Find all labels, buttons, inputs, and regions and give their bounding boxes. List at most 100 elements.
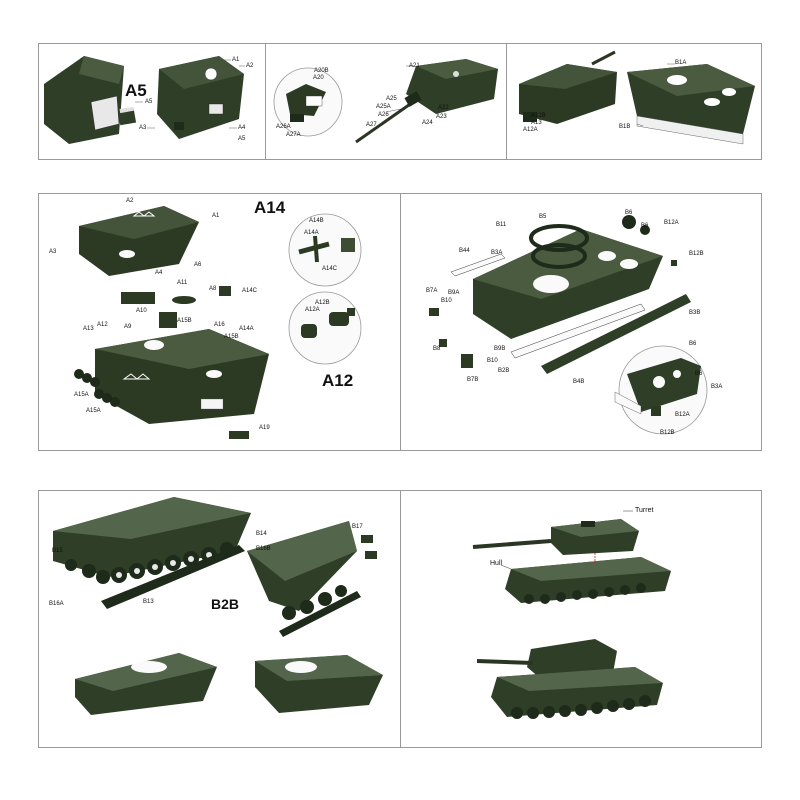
part-label: A15A (86, 408, 101, 414)
part-label: A14A (304, 230, 319, 236)
step-b2b-title: B2B (211, 596, 240, 612)
part-label: A1 (232, 57, 240, 63)
part-label: B7B (467, 377, 479, 383)
part-label: B12B (660, 430, 675, 436)
turret-gun-illustration (273, 59, 498, 144)
part-label: A25A (376, 104, 391, 110)
part-label: B15 (52, 548, 63, 554)
part-label: B12A (664, 220, 679, 226)
part-label: A5 (145, 99, 153, 105)
part-label: A9 (124, 324, 132, 330)
step-a5-illustration (44, 56, 245, 144)
part-label: A25 (386, 96, 397, 102)
track-strip (101, 545, 245, 609)
part-label: B7A (426, 288, 438, 294)
detail-circle-a12 (288, 291, 362, 365)
part-label: A20 (313, 75, 324, 81)
part-label: A16 (214, 322, 225, 328)
part-label: A2 (126, 198, 134, 204)
step-final-panel: Turret Hull (401, 491, 761, 747)
part-label: A26A (276, 124, 291, 130)
step-tracks-panel: B2B B14 B15 B16B B16A B13 B17 (39, 491, 400, 747)
part-label: A15B (177, 318, 192, 324)
turret-exploded-illustration (74, 206, 362, 439)
part-label: B2B (498, 368, 510, 374)
part-label: B5 (539, 214, 547, 220)
hull-exploded-illustration (429, 215, 708, 435)
part-label: B17 (352, 524, 363, 530)
part-label: A14C (242, 288, 258, 294)
part-label: A27A (286, 132, 301, 138)
hull-top-illustration (519, 50, 755, 145)
part-label: B16A (49, 601, 64, 607)
part-label: B10 (441, 298, 452, 304)
part-label: A12A (305, 307, 320, 313)
gun-barrel (355, 98, 417, 144)
part-label: A12B (531, 113, 546, 119)
part-label: A3 (49, 249, 57, 255)
part-label: B10 (487, 358, 498, 364)
tracks-exploded-illustration (53, 497, 383, 715)
part-label: A13 (531, 120, 542, 126)
part-label: A3 (139, 125, 147, 131)
step-a14-title: A14 (254, 198, 286, 217)
part-label: B3A (491, 250, 503, 256)
part-label: B4B (573, 379, 585, 385)
part-label: B6 (695, 371, 703, 377)
step-a5-title: A5 (125, 81, 147, 100)
part-label: B9B (494, 346, 506, 352)
part-label: A23 (436, 114, 447, 120)
part-label: A15A (74, 392, 89, 398)
part-label: A12 (97, 322, 108, 328)
turret-label: Turret (635, 507, 654, 514)
cutout-box (90, 95, 120, 131)
part-label: A20B (314, 68, 329, 74)
step-a12-title: A12 (322, 371, 354, 390)
part-label: A14C (322, 266, 338, 272)
row3-divider (400, 490, 401, 748)
part-label: A1 (212, 213, 220, 219)
part-label: B9A (448, 290, 460, 296)
part-label: A6 (194, 262, 202, 268)
part-label: B6 (625, 210, 633, 216)
row1-divider-2 (506, 43, 507, 160)
part-label: B13 (143, 599, 154, 605)
part-label: A21 (409, 63, 420, 69)
assembled-tank-turret (527, 639, 617, 679)
part-label: B1B (619, 124, 631, 130)
small-part-a5 (117, 108, 137, 126)
part-label: A22 (438, 105, 449, 111)
final-gun-barrel (472, 539, 552, 549)
step-a14-a12-panel: A14 A12 A2 A1 A3 A4 A6 A11 A8 A14C A10 A… (39, 194, 400, 450)
part-label: B11 (496, 222, 507, 228)
row2-divider (400, 193, 401, 451)
part-label: B3B (689, 310, 701, 316)
part-label: A11 (177, 280, 188, 286)
part-label: B8 (433, 346, 441, 352)
part-label: A4 (155, 270, 163, 276)
part-label: B6 (641, 223, 649, 229)
hull-label: Hull (490, 560, 503, 567)
part-label: A14B (309, 218, 324, 224)
part-label: B12B (689, 251, 704, 257)
part-label: B6 (689, 341, 697, 347)
part-label: A19 (259, 425, 270, 431)
part-label: B16B (256, 546, 271, 552)
part-label: A10 (136, 308, 147, 314)
part-label: A13 (83, 326, 94, 332)
part-label: A12A (523, 127, 538, 133)
part-label: A26 (378, 112, 389, 118)
part-label: A12B (315, 300, 330, 306)
part-label: A24 (422, 120, 433, 126)
part-label: B14 (256, 531, 267, 537)
step-turret-gun-panel: A21 A20B A20 A22 A23 A24 A25 A25A A26 A2… (266, 44, 506, 159)
part-label: B44 (459, 248, 470, 254)
part-label: A2 (246, 63, 254, 69)
detail-circle-a14 (288, 213, 362, 287)
step-hull-top-panel: B1A A12B A13 A12A B1B (507, 44, 761, 159)
part-label: A14A (239, 326, 254, 332)
step-hull-exploded-panel: B11 B5 B6 B6 B12A B44 B3A B12B B7A B9A B… (401, 194, 761, 450)
part-label: A27 (366, 122, 377, 128)
part-label: B1A (675, 60, 687, 66)
part-label: A8 (209, 286, 217, 292)
